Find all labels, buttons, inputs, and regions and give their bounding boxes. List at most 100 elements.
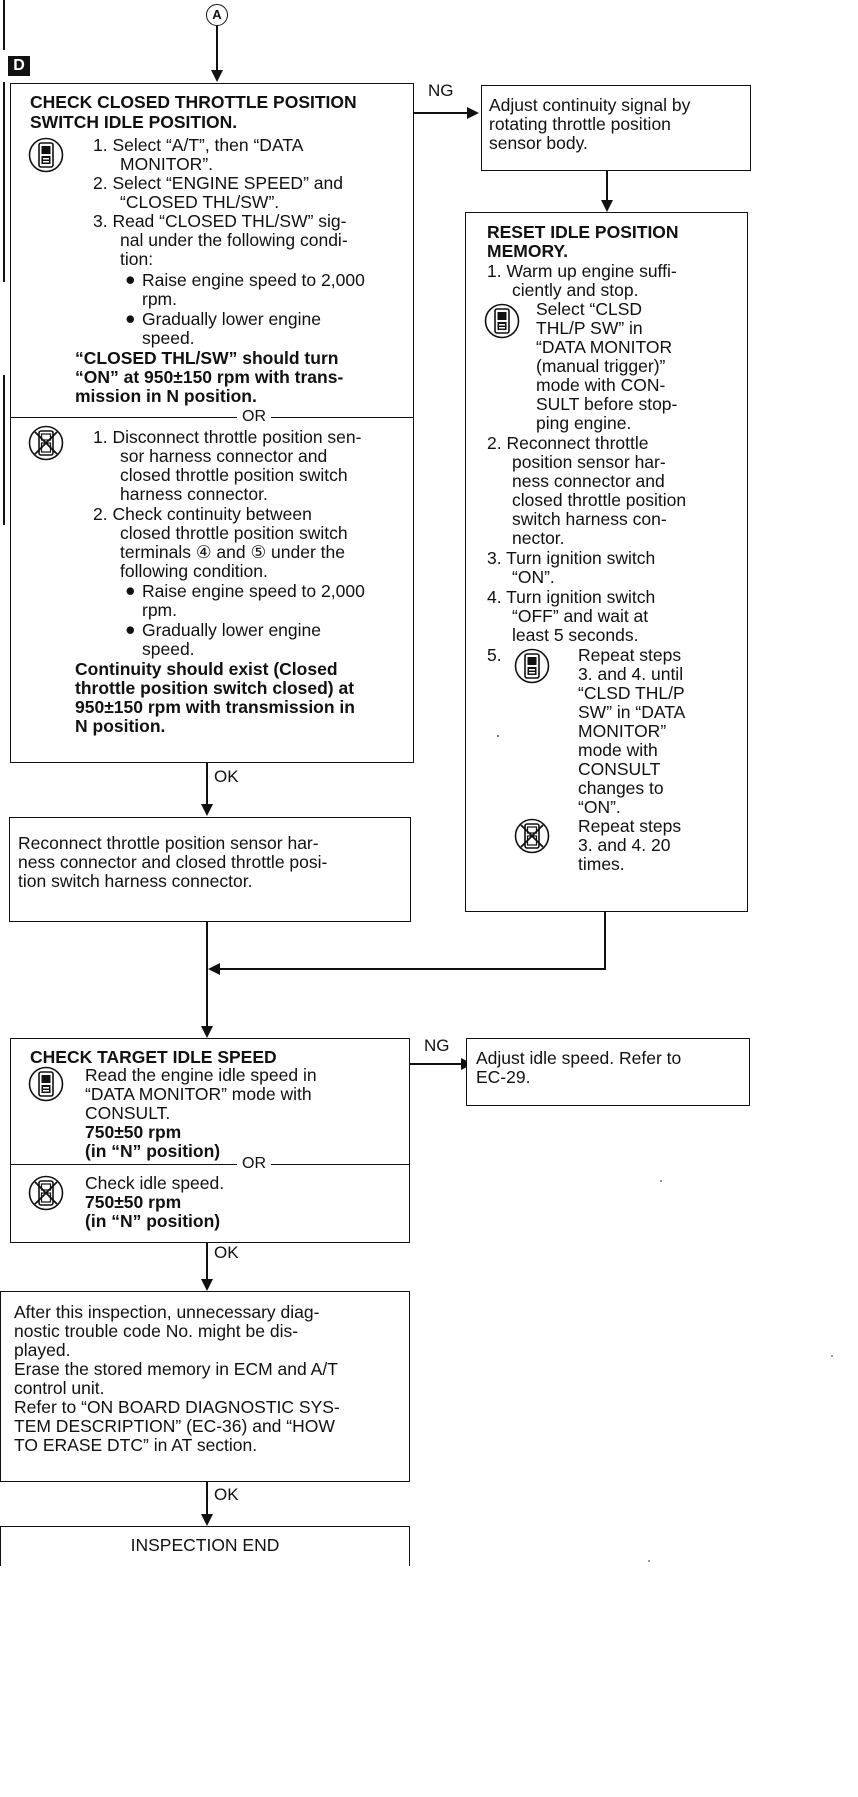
target-spec: (in “N” position): [85, 1211, 221, 1231]
box-d-step: terminals ④ and ⑤ under the: [120, 542, 345, 562]
inspection-end-label: INSPECTION END: [130, 1535, 280, 1555]
reset-step: MONITOR”: [578, 721, 667, 741]
reset-step: mode with CON-: [536, 375, 666, 395]
reset-step: times.: [578, 854, 625, 874]
ng-label: NG: [424, 1036, 450, 1055]
arrow-down-icon: [211, 70, 223, 82]
box-d-step: tion:: [120, 249, 154, 269]
box-d-step: 2. Check continuity between: [93, 504, 312, 524]
reset-step: “ON”.: [512, 567, 555, 587]
box-d-title: CHECK CLOSED THROTTLE POSITION: [30, 92, 357, 112]
after-text: TEM DESCRIPTION” (EC-36) and “HOW: [14, 1416, 335, 1436]
reset-step: “DATA MONITOR: [536, 337, 673, 357]
reset-step: ness connector and: [512, 471, 665, 491]
reset-step: 4. Turn ignition switch: [487, 587, 656, 607]
consult-tester-icon: [28, 137, 64, 173]
reset-step: 2. Reconnect throttle: [487, 433, 649, 453]
adjust-continuity-text: sensor body.: [489, 133, 588, 153]
or-label: OR: [237, 409, 271, 425]
adjust-idle-text: EC-29.: [476, 1067, 531, 1087]
reset-step: 1. Warm up engine suffi-: [487, 261, 677, 281]
reset-step: least 5 seconds.: [512, 625, 639, 645]
margin-line: [3, 375, 5, 525]
reconnect-connector-box: [9, 817, 411, 922]
after-text: played.: [14, 1340, 71, 1360]
reconnect-text: Reconnect throttle position sensor har-: [18, 833, 319, 853]
or-label: OR: [237, 1156, 271, 1172]
reset-step: position sensor har-: [512, 452, 666, 472]
connector-line: [216, 26, 218, 70]
or-separator: [10, 417, 414, 418]
box-d-step: speed.: [142, 639, 195, 659]
connector-a-circle: A: [206, 4, 228, 26]
speck: [660, 1180, 662, 1182]
box-d-step: sor harness connector and: [120, 446, 328, 466]
adjust-continuity-text: Adjust continuity signal by: [489, 95, 691, 115]
ok-label: OK: [214, 1485, 239, 1504]
margin-line: [3, 0, 5, 50]
step-tag-d: D: [8, 56, 30, 76]
box-d-step: MONITOR”.: [120, 154, 214, 174]
reset-step: ciently and stop.: [512, 280, 639, 300]
box-d-step: Gradually lower engine: [142, 620, 321, 640]
arrow-down-icon: [601, 200, 613, 212]
after-text: After this inspection, unnecessary diag-: [14, 1302, 320, 1322]
reset-step: Repeat steps: [578, 645, 682, 665]
reset-step: 5.: [487, 645, 502, 665]
arrow-down-icon: [201, 1279, 213, 1291]
arrow-left-icon: [208, 963, 220, 975]
box-d-step: “CLOSED THL/SW”.: [120, 192, 280, 212]
ok-label: OK: [214, 1243, 239, 1262]
connector-a-label: A: [212, 7, 222, 22]
after-text: Erase the stored memory in ECM and A/T: [14, 1359, 338, 1379]
reset-step: “CLSD THL/P: [578, 683, 685, 703]
box-d-step: rpm.: [142, 600, 177, 620]
target-spec: 750±50 rpm: [85, 1122, 182, 1142]
reset-step: THL/P SW” in: [536, 318, 643, 338]
target-step: “DATA MONITOR” mode with: [85, 1084, 312, 1104]
box-d-step: closed throttle position switch: [120, 465, 348, 485]
target-title: CHECK TARGET IDLE SPEED: [30, 1047, 277, 1067]
box-d-step: Gradually lower engine: [142, 309, 321, 329]
flow-line: [206, 922, 208, 1027]
reset-step: “OFF” and wait at: [512, 606, 649, 626]
adjust-idle-speed-box: [466, 1038, 750, 1106]
reset-step: closed throttle position: [512, 490, 687, 510]
reset-step: Select “CLSD: [536, 299, 643, 319]
no-consult-tester-icon: [514, 818, 550, 854]
ok-line: [206, 763, 208, 805]
after-text: Refer to “ON BOARD DIAGNOSTIC SYS-: [14, 1397, 340, 1417]
bullet-icon: ●: [125, 269, 136, 289]
ok-label: OK: [214, 767, 239, 786]
inspection-end-box: [0, 1526, 410, 1566]
reconnect-text: ness connector and closed throttle posi-: [18, 852, 328, 872]
consult-tester-icon: [484, 303, 520, 339]
box-d-step: 3. Read “CLOSED THL/SW” sig-: [93, 211, 347, 231]
box-d-result: “ON” at 950±150 rpm with trans-: [75, 367, 344, 387]
target-spec: 750±50 rpm: [85, 1192, 182, 1212]
ok-line: [206, 1243, 208, 1280]
box-d-result: N position.: [75, 716, 166, 736]
bullet-icon: ●: [125, 308, 136, 328]
ng-line: [414, 112, 468, 114]
target-spec: (in “N” position): [85, 1141, 221, 1161]
reset-step: nector.: [512, 528, 565, 548]
flow-line: [606, 171, 608, 201]
bullet-icon: ●: [125, 580, 136, 600]
reset-step: 3. and 4. until: [578, 664, 684, 684]
reset-step: Repeat steps: [578, 816, 682, 836]
box-d-step: Raise engine speed to 2,000: [142, 581, 365, 601]
box-d-step: 2. Select “ENGINE SPEED” and: [93, 173, 343, 193]
box-d-step: rpm.: [142, 289, 177, 309]
check-closed-throttle-box: [10, 83, 414, 763]
speck: [831, 1355, 833, 1357]
flow-line: [604, 912, 606, 970]
box-d-result: Continuity should exist (Closed: [75, 659, 338, 679]
reset-step: switch harness con-: [512, 509, 667, 529]
consult-tester-icon: [514, 648, 550, 684]
box-d-result: throttle position switch closed) at: [75, 678, 355, 698]
box-d-title: SWITCH IDLE POSITION.: [30, 112, 238, 132]
adjust-continuity-box: [481, 85, 751, 171]
box-d-step: following condition.: [120, 561, 268, 581]
speck: [648, 1560, 650, 1562]
